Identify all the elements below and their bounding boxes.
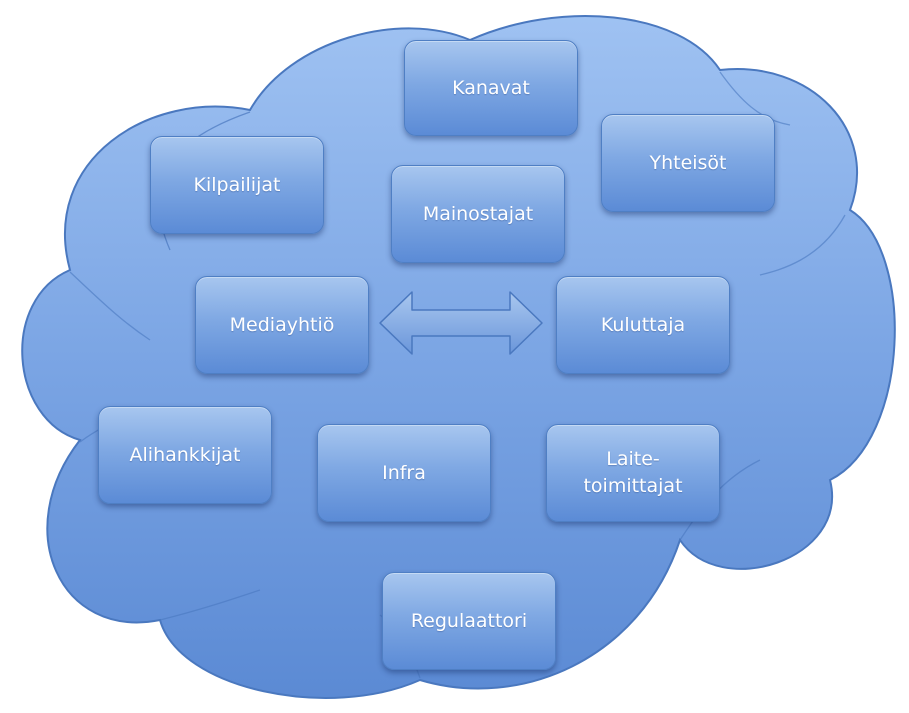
node-regulaattori: Regulaattori (382, 572, 556, 670)
node-kilpailijat-label: Kilpailijat (193, 173, 281, 196)
node-infra-label: Infra (382, 461, 426, 484)
node-yhteisot: Yhteisöt (601, 114, 775, 212)
node-kuluttaja: Kuluttaja (556, 276, 730, 374)
node-alihankkijat: Alihankkijat (98, 406, 272, 504)
node-alihankkijat-label: Alihankkijat (129, 443, 241, 466)
node-kuluttaja-label: Kuluttaja (600, 313, 686, 336)
node-infra: Infra (317, 424, 491, 522)
node-mediayhtio-label: Mediayhtiö (229, 313, 335, 336)
node-kanavat-label: Kanavat (452, 76, 530, 99)
node-kilpailijat: Kilpailijat (150, 136, 324, 234)
node-laitetoimittajat-label: Laite- toimittajat (583, 448, 683, 497)
node-laitetoimittajat: Laite- toimittajat (546, 424, 720, 522)
double-arrow-connector (379, 291, 543, 355)
node-kanavat: Kanavat (404, 40, 578, 136)
node-mediayhtio: Mediayhtiö (195, 276, 369, 374)
node-mainostajat-label: Mainostajat (422, 202, 534, 225)
node-yhteisot-label: Yhteisöt (649, 151, 727, 174)
node-regulaattori-label: Regulaattori (410, 609, 528, 632)
node-mainostajat: Mainostajat (391, 165, 565, 263)
